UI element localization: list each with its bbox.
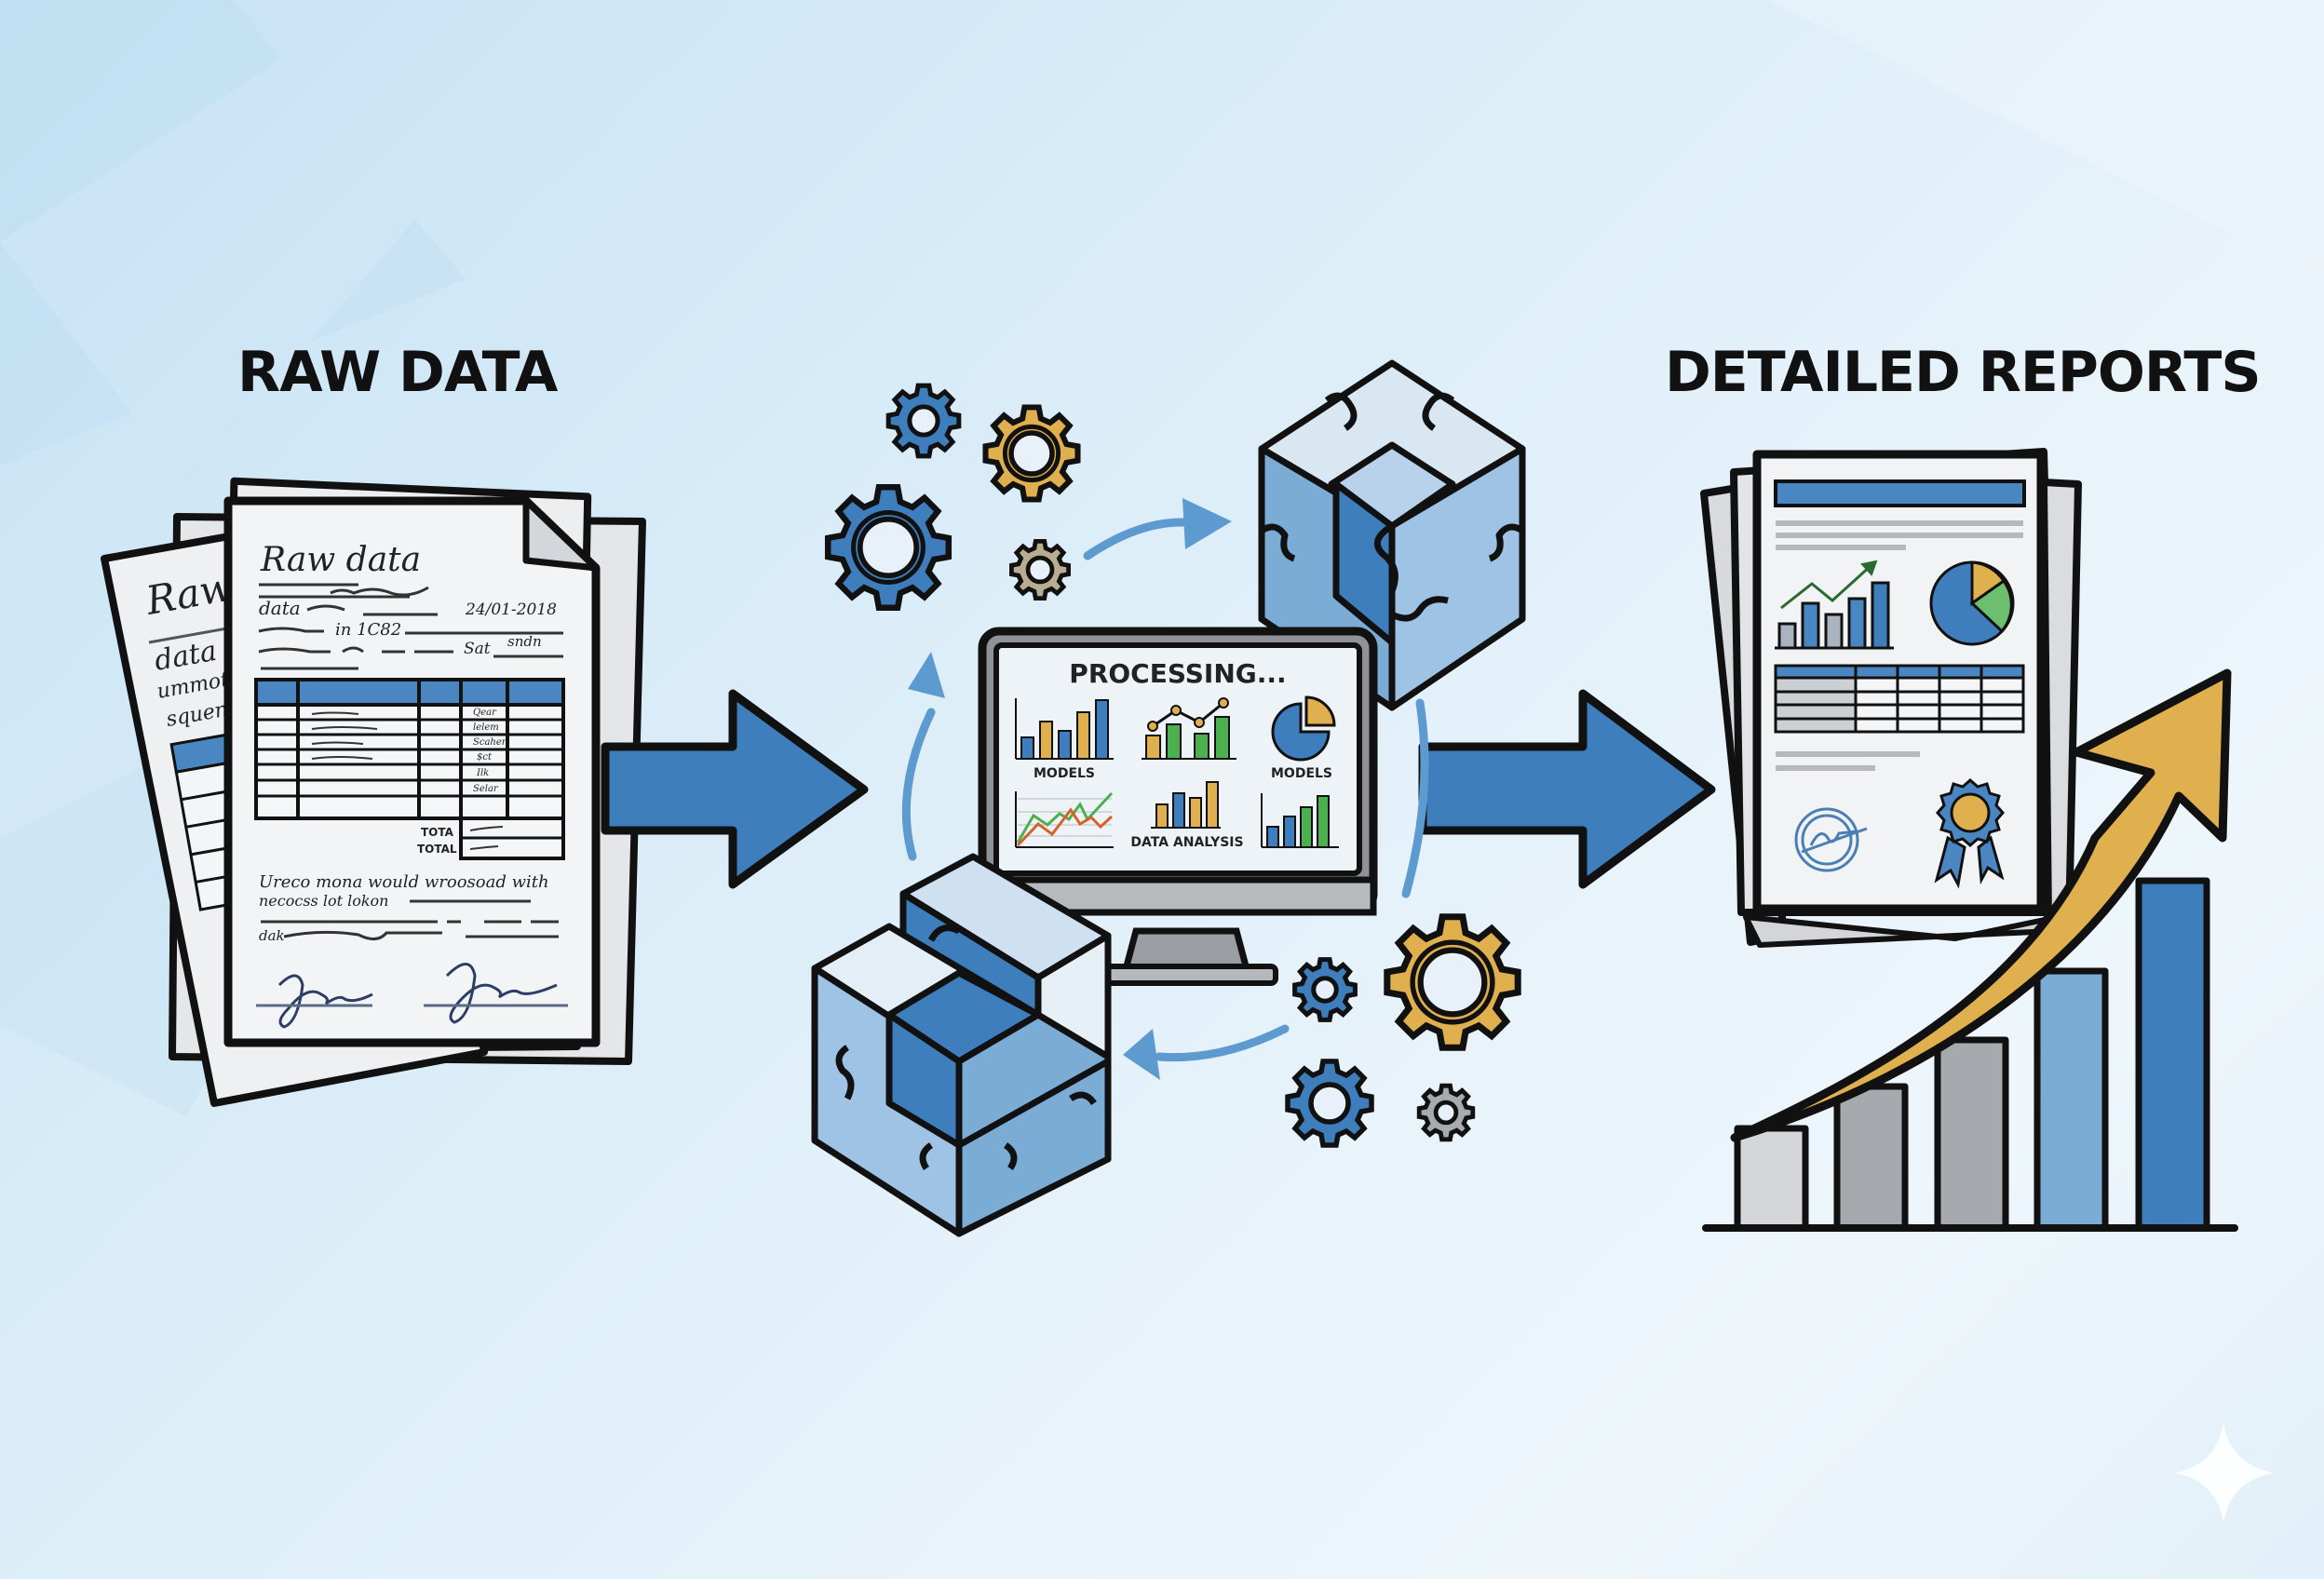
processing-heading: PROCESSING... <box>1069 658 1286 689</box>
raw-data-table: Qear lelem Scaher $ct Ilk Selar TOTA TOT… <box>254 678 565 860</box>
screen-chart-growth-bars <box>1261 793 1339 848</box>
gear-grey-icon <box>1419 1086 1473 1140</box>
arrow-processing-to-reports-icon <box>1418 689 1716 889</box>
svg-text:24/01-2018: 24/01-2018 <box>465 601 557 619</box>
arrow-raw-to-processing-icon <box>601 689 869 889</box>
svg-text:sndn: sndn <box>507 633 542 650</box>
svg-text:Selar: Selar <box>473 784 499 794</box>
puzzle-cubes-bottom-icon <box>811 853 1112 1237</box>
svg-text:data: data <box>259 597 301 619</box>
gear-large-blue-icon <box>828 487 949 608</box>
svg-text:in 1C82: in 1C82 <box>335 620 401 640</box>
report-bar-chart <box>1775 560 1894 650</box>
svg-text:$ct: $ct <box>477 752 493 763</box>
gear-gold-icon <box>986 408 1078 500</box>
report-header-bar <box>1774 479 2026 507</box>
report-pie-chart <box>1929 560 2015 646</box>
svg-text:Sat: Sat <box>464 640 491 658</box>
cycle-arrows-icon <box>901 518 1429 1062</box>
front-document: Raw data data 24/01-2018 in 1C82 Sat snd… <box>223 496 601 1047</box>
svg-text:Scaher: Scaher <box>473 737 507 748</box>
svg-text:MODELS: MODELS <box>1034 766 1095 781</box>
screen-chart-pie <box>1271 695 1336 762</box>
gear-medium-blue-icon <box>1288 1061 1371 1145</box>
growth-arrow-icon <box>1730 668 2232 1142</box>
svg-text:DATA ANALYSIS: DATA ANALYSIS <box>1130 835 1243 850</box>
total-label-2: TOTAL <box>417 843 457 856</box>
report-document <box>1752 450 2046 913</box>
gear-large-gold-icon <box>1387 917 1518 1047</box>
screen-chart-bar-line <box>1142 697 1236 760</box>
svg-text:dak: dak <box>259 927 285 944</box>
report-stamp-icon <box>1794 807 1868 872</box>
svg-text:necocss lot lokon: necocss lot lokon <box>259 892 388 910</box>
signature-right <box>424 963 568 1024</box>
svg-text:lelem: lelem <box>473 722 499 733</box>
raw-data-title: RAW DATA <box>237 340 558 405</box>
screen-chart-lines <box>1015 791 1114 848</box>
svg-text:MODELS: MODELS <box>1271 766 1332 781</box>
svg-text:Ureco mona would wroosoad with: Ureco mona would wroosoad with <box>259 872 549 892</box>
document-heading: Raw data <box>260 541 421 579</box>
gear-tan-icon <box>1011 541 1068 598</box>
svg-text:Qear: Qear <box>473 708 497 718</box>
monitor: PROCESSING... MODELS MODELS <box>978 627 1378 986</box>
screen-chart-models-bars <box>1015 698 1114 760</box>
gear-small-blue-2-icon <box>1295 960 1356 1020</box>
gear-small-blue-icon <box>888 385 959 456</box>
svg-text:Ilk: Ilk <box>476 768 489 778</box>
screen-chart-data-analysis <box>1151 781 1221 829</box>
growth-bar-chart <box>1702 877 2238 1232</box>
report-award-ribbon-icon <box>1934 778 2005 889</box>
detailed-reports-title: DETAILED REPORTS <box>1665 340 2262 405</box>
signature-left <box>256 974 373 1029</box>
total-label-1: TOTA <box>421 826 454 839</box>
report-table <box>1774 664 2025 734</box>
